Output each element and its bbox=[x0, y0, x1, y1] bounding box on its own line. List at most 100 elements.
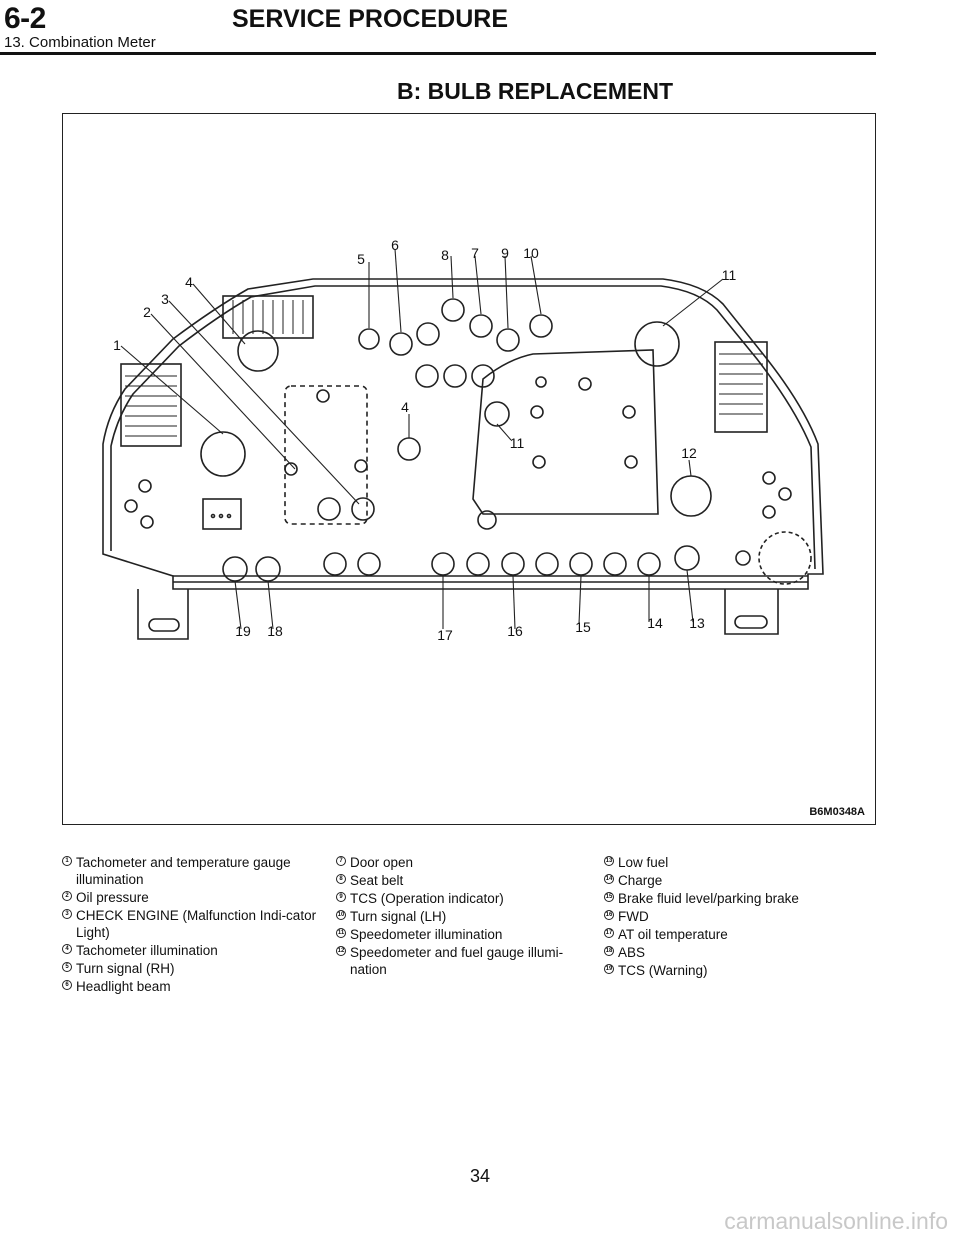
legend-text: Headlight beam bbox=[76, 979, 171, 994]
legend-text: Speedometer and fuel gauge illumi-nation bbox=[350, 945, 564, 977]
callout-12: 12 bbox=[681, 445, 697, 461]
legend-item: 17 AT oil temperature bbox=[604, 926, 864, 943]
callout-11: 11 bbox=[722, 267, 737, 283]
legend-number: 14 bbox=[604, 874, 614, 884]
legend-number: 5 bbox=[62, 962, 72, 972]
legend-number: 18 bbox=[604, 946, 614, 956]
section-number: 6-2 bbox=[4, 2, 46, 35]
legend-text: Turn signal (RH) bbox=[76, 961, 175, 976]
legend-item: 18 ABS bbox=[604, 944, 864, 961]
legend-item: 11 Speedometer illumination bbox=[336, 926, 596, 943]
callout-2: 2 bbox=[143, 304, 151, 320]
legend-number: 1 bbox=[62, 856, 72, 866]
legend-item: 16 FWD bbox=[604, 908, 864, 925]
legend-item: 13 Low fuel bbox=[604, 854, 864, 871]
subsection-title: 13. Combination Meter bbox=[4, 34, 156, 51]
legend-item: 6 Headlight beam bbox=[62, 978, 322, 995]
legend-item: 8 Seat belt bbox=[336, 872, 596, 889]
header-rule bbox=[0, 52, 876, 55]
legend-column-3: 13 Low fuel 14 Charge 15 Brake fluid level/… bbox=[604, 854, 864, 980]
legend-text: Speedometer illumination bbox=[350, 927, 503, 942]
legend-item: 9 TCS (Operation indicator) bbox=[336, 890, 596, 907]
legend-number: 16 bbox=[604, 910, 614, 920]
meter-housing-outline bbox=[102, 278, 824, 590]
small-connector bbox=[202, 498, 242, 530]
legend-text: Door open bbox=[350, 855, 414, 870]
legend-number: 11 bbox=[336, 928, 346, 938]
legend-item: 12 Speedometer and fuel gauge illumi-nati… bbox=[336, 944, 596, 978]
legend-text: Tachometer and temperature gauge illumin… bbox=[76, 855, 291, 887]
meter-back-illustration: 1 2 3 4 5 6 7 8 9 10 11 12 13 14 15 16 1… bbox=[102, 237, 824, 643]
legend-number: 2 bbox=[62, 891, 72, 901]
callout-15: 15 bbox=[575, 619, 591, 635]
legend-number: 10 bbox=[336, 910, 346, 920]
callout-7: 7 bbox=[471, 245, 479, 261]
legend-number: 3 bbox=[62, 909, 72, 919]
legend-column-1: 1 Tachometer and temperature gauge illumi… bbox=[62, 854, 322, 996]
callout-18: 18 bbox=[267, 623, 283, 639]
left-mounting-tab bbox=[137, 589, 189, 640]
callout-14: 14 bbox=[647, 615, 663, 631]
legend-number: 17 bbox=[604, 928, 614, 938]
legend-number: 4 bbox=[62, 944, 72, 954]
right-mounting-tab bbox=[724, 589, 779, 635]
callout-3: 3 bbox=[161, 291, 169, 307]
callout-8: 8 bbox=[441, 247, 449, 263]
callout-17: 17 bbox=[437, 627, 453, 643]
callout-4-secondary: 4 bbox=[401, 399, 409, 415]
legend-text: ABS bbox=[618, 945, 646, 960]
legend-text: TCS (Warning) bbox=[618, 963, 708, 978]
legend-item: 10 Turn signal (LH) bbox=[336, 908, 596, 925]
legend-item: 15 Brake fluid level/parking brake bbox=[604, 890, 864, 907]
callout-9: 9 bbox=[501, 245, 509, 261]
right-connector bbox=[714, 341, 768, 433]
legend-text: AT oil temperature bbox=[618, 927, 728, 942]
legend-text: Low fuel bbox=[618, 855, 669, 870]
page-title: B: BULB REPLACEMENT bbox=[397, 78, 673, 104]
callout-6: 6 bbox=[391, 237, 399, 253]
legend-item: 1 Tachometer and temperature gauge illumi… bbox=[62, 854, 322, 888]
section-title: SERVICE PROCEDURE bbox=[232, 5, 508, 33]
legend-number: 6 bbox=[62, 980, 72, 990]
figure-code: B6M0348A bbox=[809, 806, 865, 818]
legend-number: 13 bbox=[604, 856, 614, 866]
callout-11-secondary: 11 bbox=[510, 435, 525, 451]
page-number: 34 bbox=[469, 1166, 491, 1186]
legend-text: Charge bbox=[618, 873, 663, 888]
legend-number: 15 bbox=[604, 892, 614, 902]
speedometer-plate bbox=[472, 349, 659, 515]
legend-text: CHECK ENGINE (Malfunction Indi-cator Lig… bbox=[76, 908, 317, 940]
callout-5: 5 bbox=[357, 251, 365, 267]
legend-text: TCS (Operation indicator) bbox=[350, 891, 504, 906]
combination-meter-figure: 1 2 3 4 5 6 7 8 9 10 11 12 13 14 15 16 1… bbox=[62, 113, 876, 825]
legend-item: 2 Oil pressure bbox=[62, 889, 322, 906]
legend-item: 7 Door open bbox=[336, 854, 596, 871]
legend-text: FWD bbox=[618, 909, 649, 924]
legend-text: Turn signal (LH) bbox=[350, 909, 447, 924]
legend-number: 8 bbox=[336, 874, 346, 884]
callout-1: 1 bbox=[113, 337, 121, 353]
legend-number: 12 bbox=[336, 946, 346, 956]
callout-19: 19 bbox=[235, 623, 251, 639]
legend-number: 7 bbox=[336, 856, 346, 866]
left-connector bbox=[120, 363, 182, 447]
top-connector bbox=[222, 295, 314, 339]
legend-item: 14 Charge bbox=[604, 872, 864, 889]
legend-number: 19 bbox=[604, 964, 614, 974]
callout-16: 16 bbox=[507, 623, 523, 639]
legend-item: 4 Tachometer illumination bbox=[62, 942, 322, 959]
legend-item: 5 Turn signal (RH) bbox=[62, 960, 322, 977]
legend-item: 19 TCS (Warning) bbox=[604, 962, 864, 979]
callout-4: 4 bbox=[185, 274, 193, 290]
legend-text: Tachometer illumination bbox=[76, 943, 218, 958]
legend-text: Brake fluid level/parking brake bbox=[618, 891, 799, 906]
legend-column-2: 7 Door open 8 Seat belt 9 TCS (Operation in… bbox=[336, 854, 596, 979]
legend-item: 3 CHECK ENGINE (Malfunction Indi-cator Li… bbox=[62, 907, 322, 941]
callout-13: 13 bbox=[689, 615, 705, 631]
callout-10: 10 bbox=[523, 245, 539, 261]
watermark: carmanualsonline.info bbox=[724, 1208, 948, 1234]
legend-number: 9 bbox=[336, 892, 346, 902]
legend-text: Seat belt bbox=[350, 873, 404, 888]
tachometer-plate bbox=[284, 385, 368, 525]
legend-text: Oil pressure bbox=[76, 890, 149, 905]
